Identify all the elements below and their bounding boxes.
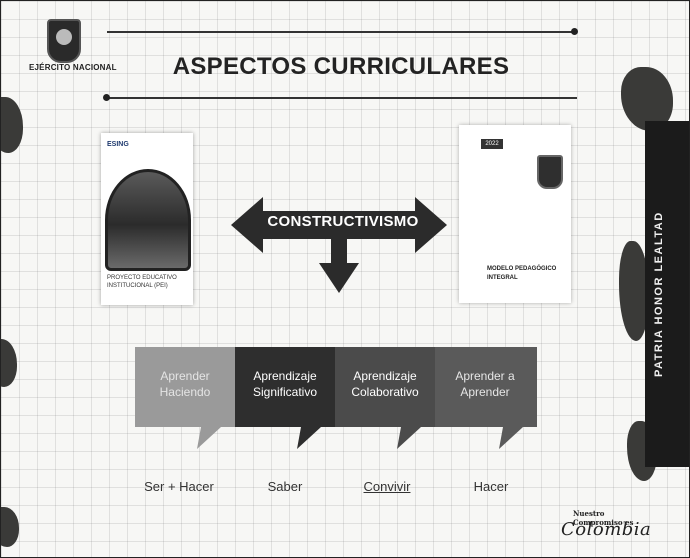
decorative-rock <box>1 97 23 153</box>
title-rule-bottom <box>107 97 577 99</box>
pillar-title-2: Aprendizaje Significativo <box>252 369 318 399</box>
pillar-title-4: Aprender a Aprender <box>455 369 515 399</box>
army-emblem-icon <box>537 155 563 189</box>
pei-caption: PROYECTO EDUCATIVO INSTITUCIONAL (PEI) <box>107 275 187 291</box>
building-illustration <box>105 169 191 271</box>
pei-document-cover: ESING PROYECTO EDUCATIVO INSTITUCIONAL (… <box>101 133 193 305</box>
pillar-significativo-box <box>235 347 335 449</box>
decorative-rock <box>621 67 673 131</box>
org-name: EJÉRCITO NACIONAL <box>29 63 117 72</box>
decorative-rock <box>1 339 17 387</box>
brand-wordmark: Colombia <box>561 519 652 540</box>
pillar-caption-1: Ser + Hacer <box>144 479 214 494</box>
pillar-caption-2: Saber <box>267 479 303 494</box>
title-rule-bottom-dot <box>103 94 110 101</box>
title-rule-top <box>107 31 575 33</box>
esing-logo: ESING <box>107 141 129 148</box>
pei-caption-line2: INSTITUCIONAL (PEI) <box>107 282 168 289</box>
pillar-aprender-a-aprender-box <box>435 347 537 449</box>
pillar-title-3: Aprendizaje Colaborativo <box>351 369 419 399</box>
pillar-caption-3: Convivir <box>363 479 411 494</box>
colombia-brand-logo: Nuestro Compromiso es Colombia <box>557 509 651 549</box>
pillar-title-1: Aprender Haciendo <box>159 369 211 399</box>
learning-pillars <box>135 347 537 449</box>
pillar-colaborativo-box <box>335 347 435 449</box>
model-caption: MODELO PEDAGÓGICO INTEGRAL <box>487 265 567 283</box>
pillar-caption-4: Hacer <box>473 479 509 494</box>
pillar-aprender-haciendo-box <box>135 347 235 449</box>
cover-year: 2022 <box>481 139 503 149</box>
pei-caption-line1: PROYECTO EDUCATIVO <box>107 275 177 281</box>
decorative-rock <box>1 507 19 547</box>
motto-band <box>645 121 689 467</box>
model-caption-line2: INTEGRAL <box>487 275 518 281</box>
brand-tagline: Nuestro Compromiso es <box>573 509 634 527</box>
motto-text: PATRIA HONOR LEALTAD <box>653 211 665 377</box>
decorative-rock <box>619 241 649 341</box>
central-concept-label: CONSTRUCTIVISMO <box>267 213 419 230</box>
title-rule-top-dot <box>571 28 578 35</box>
army-emblem-icon <box>47 19 81 63</box>
double-headed-arrow-shape <box>231 197 447 293</box>
slide-title: ASPECTOS CURRICULARES <box>172 53 510 80</box>
pedagogical-model-cover: 2022 MODELO PEDAGÓGICO INTEGRAL <box>459 125 571 303</box>
constructivism-arrow <box>231 197 447 293</box>
model-caption-line1: MODELO PEDAGÓGICO <box>487 266 557 272</box>
